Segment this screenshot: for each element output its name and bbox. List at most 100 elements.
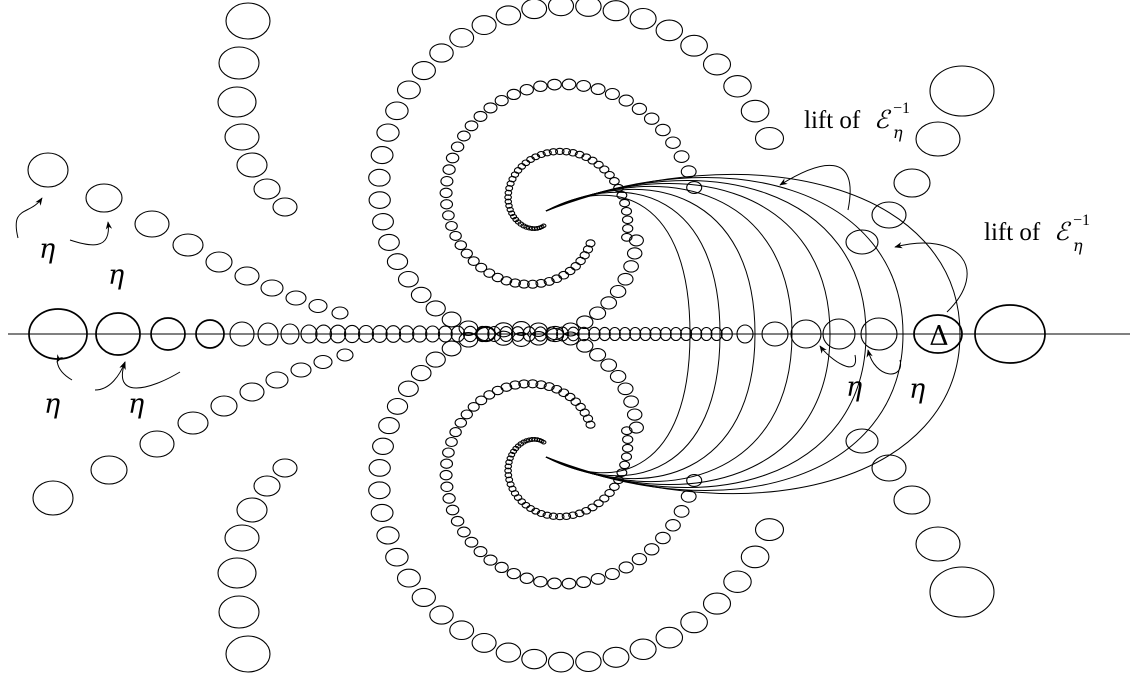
spiral-cell [575,402,586,412]
spiral-cell [449,27,475,48]
spiral-cell [593,499,604,508]
spiral-cell [702,592,732,615]
spiral-cell [617,272,634,286]
spiral-cell [629,638,657,661]
spiral-cell [509,380,521,390]
spiral-cell [467,256,480,266]
outer-cell [224,524,260,552]
spiral-cell [543,276,555,286]
spiral-cell [368,168,391,187]
axis-cell [659,326,672,342]
axis-cell [680,326,693,342]
spiral-cell [621,232,633,242]
cells [27,0,1046,673]
spiral-cell [617,382,634,396]
spiral-cell [575,256,586,266]
spiral-cell [439,469,453,481]
spiral-cell [558,270,570,280]
outer-cell [929,566,995,618]
spiral-cell [517,498,527,505]
tail-cell [234,266,260,286]
axis-cell [710,326,723,342]
spiral-cell [521,501,531,509]
tail-cell [308,298,328,314]
outer-cell [929,65,995,117]
spiral-cell [602,0,630,22]
spiral-cell [411,61,436,81]
lift-arcs [545,174,961,494]
spiral-cell [558,388,570,398]
axis-cell [700,326,713,342]
spiral-cell [454,240,468,251]
axis-cell [150,317,186,351]
spiral-cell [643,543,660,556]
spiral-cell [527,279,539,289]
spiral-cell [508,451,516,458]
spiral-cell [397,270,419,288]
tail-cell [210,395,238,417]
spiral-cell [547,651,575,673]
axis-cell [720,326,733,342]
eta-label-top-2: η [108,260,124,291]
axis-cell [229,321,255,347]
spiral-cell [396,568,421,588]
spiral-cell [702,53,732,76]
spiral-cell [372,213,394,231]
spiral-cell [504,198,513,205]
spiral-cell [623,395,639,408]
lift-arrow [894,242,968,313]
lower-lift-arc [545,333,904,492]
spiral-cell [508,210,516,217]
spiral-cell [551,384,563,394]
spiral-cell [547,577,562,590]
tail-cell [313,354,333,370]
eta-arrow [866,349,902,375]
spiral-cell [449,620,475,641]
spiral-cell [623,260,639,273]
spiral-cell [590,572,606,585]
tail-cell [285,290,307,306]
spiral-cell [385,101,409,121]
axis-cell [195,319,225,349]
outer-cell [871,201,907,229]
spiral-cell [564,266,576,276]
spiral-cell [655,626,684,649]
spiral-cell [411,587,436,607]
spiral-cell [740,545,770,569]
outer-cell [871,454,907,482]
spiral-cell [543,382,555,392]
tail-cell [205,251,233,273]
spiral-cell [629,7,657,30]
spiral-cell [378,233,400,251]
upper-lift-arc [545,188,756,335]
spiral-cell [512,216,520,223]
axis-cell [566,326,580,342]
spiral-cell [495,642,522,663]
eta-arrow [119,361,181,389]
axis-cell [669,326,682,342]
spiral-cell [723,75,752,98]
tail-cell [331,306,349,320]
outer-cell [217,86,257,118]
spiral-cell [370,146,394,165]
spiral-cell [440,175,454,187]
axis-cell [522,326,536,342]
axis-cell [450,325,466,343]
spiral-cell [620,206,633,216]
outer-cell [224,123,260,151]
spiral-cell [441,311,462,328]
lower-lift-arc [545,333,721,477]
spiral-cell [494,322,514,338]
spiral-cell [602,646,630,668]
spiral-cell [655,19,684,42]
spiral-cell [626,247,643,260]
upper-lift-arc [545,174,961,335]
spiral-cell [680,611,708,634]
tail-cell [85,183,123,213]
eta-arrow [56,354,73,381]
spiral-cell [386,397,409,415]
outer-cell [236,152,268,178]
spiral-cell [475,262,488,273]
spiral-cell [473,546,488,558]
